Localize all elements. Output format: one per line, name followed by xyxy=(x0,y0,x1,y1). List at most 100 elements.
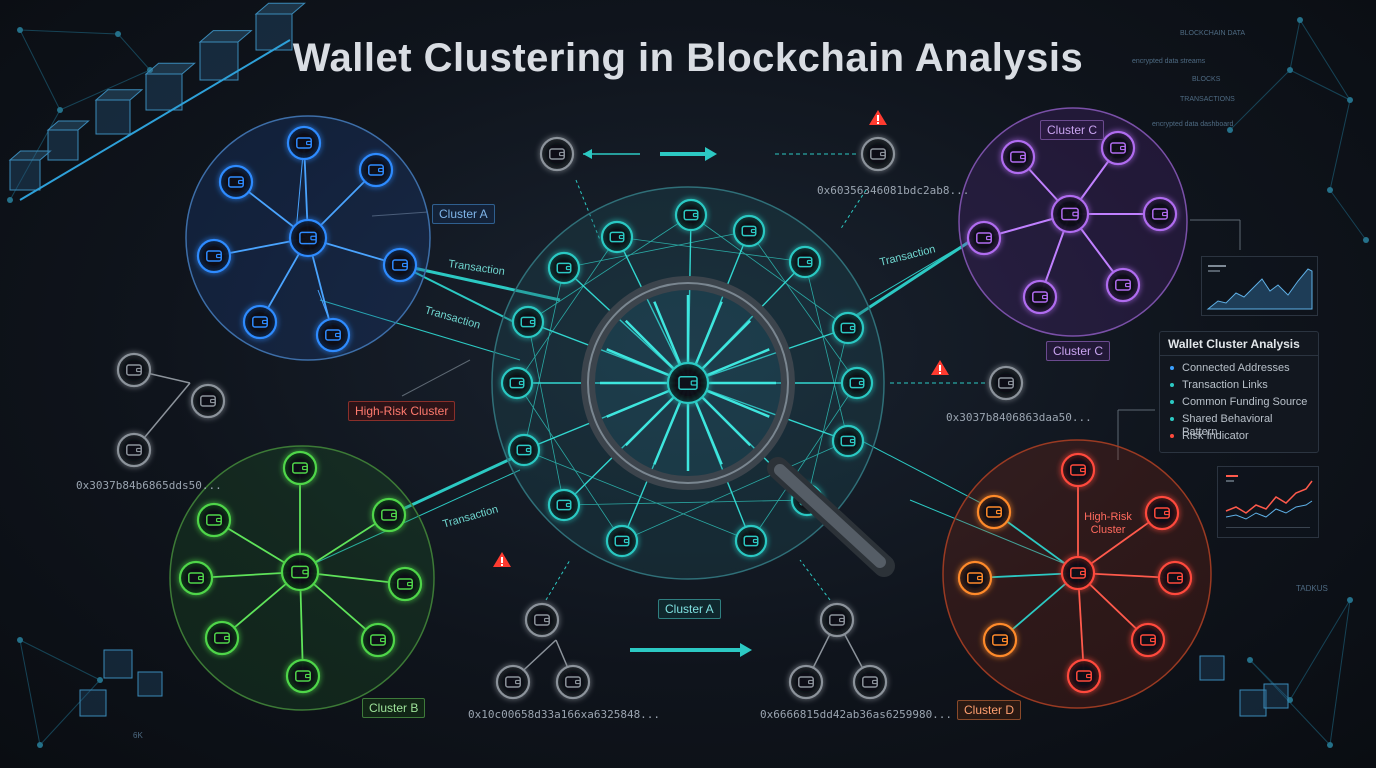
decor-text: BLOCKS xyxy=(1192,76,1221,83)
wallet-icon-clasp xyxy=(750,228,757,234)
wallet-node xyxy=(982,622,1018,658)
warning-triangle-icon xyxy=(493,552,511,567)
cluster-d-label: Cluster D xyxy=(957,700,1022,720)
cluster-c xyxy=(958,107,1188,337)
wallet-node xyxy=(1130,622,1166,658)
wallet-node xyxy=(495,664,531,700)
background-node xyxy=(37,742,43,748)
wallet-node xyxy=(286,125,322,161)
cluster-b xyxy=(169,445,435,711)
wallet-address: 0x10c00658d33a166xa6325848... xyxy=(468,708,661,721)
arrowhead xyxy=(583,149,592,159)
wallet-node xyxy=(1050,194,1090,234)
wallet-node xyxy=(831,424,865,458)
transaction-edge xyxy=(563,230,750,269)
wallet-node xyxy=(371,497,407,533)
wallet-icon-clasp xyxy=(1019,154,1026,160)
wallet-node-ring xyxy=(788,664,824,700)
block-cube-top xyxy=(94,89,144,101)
wallet-address: 0x60356346081bdc2ab8... xyxy=(817,184,970,197)
background-link xyxy=(1329,599,1351,746)
wallet-node xyxy=(1066,658,1102,694)
transaction-edge xyxy=(849,236,976,322)
legend-label: Risk Indicator xyxy=(1182,430,1249,442)
wallet-icon-clasp xyxy=(197,575,204,581)
transaction-edge xyxy=(575,179,601,241)
legend-dot xyxy=(1170,400,1174,404)
wallet-node xyxy=(511,305,545,339)
wallet-icon-clasp xyxy=(1079,570,1086,576)
background-node xyxy=(57,107,63,113)
cluster-a-label: Cluster A xyxy=(432,204,495,224)
wallet-icon-clasp xyxy=(1085,673,1092,679)
decor-text: encrypted data dashboard xyxy=(1152,121,1234,128)
background-node xyxy=(115,31,121,37)
cluster-c-label-top: Cluster C xyxy=(1040,120,1105,140)
wallet-icon-clasp xyxy=(574,679,581,685)
block-cube-top xyxy=(144,62,196,75)
wallet-node-ring xyxy=(282,450,318,486)
wallet-node-ring xyxy=(988,365,1024,401)
wallet-icon-clasp xyxy=(752,538,759,544)
wallet-node xyxy=(788,245,822,279)
block-cube xyxy=(1239,689,1267,717)
wallet-icon-clasp xyxy=(623,538,630,544)
wallet-node xyxy=(116,352,152,388)
background-node xyxy=(17,27,23,33)
transaction-edge xyxy=(389,448,531,517)
wallet-icon-clasp xyxy=(1149,637,1156,643)
block-cube xyxy=(1263,683,1289,709)
wallet-icon-clasp xyxy=(301,465,308,471)
background-link xyxy=(19,29,61,111)
block-cube-top xyxy=(8,150,52,161)
wallet-node xyxy=(524,602,560,638)
warning-dot xyxy=(877,122,879,124)
connector-line xyxy=(401,359,471,397)
wallet-node xyxy=(788,664,824,700)
legend-item: Transaction Links xyxy=(1160,377,1318,394)
transaction-edge xyxy=(799,559,831,601)
wallet-icon-clasp xyxy=(692,212,699,218)
wallet-icon-clasp xyxy=(1072,211,1079,217)
background-link xyxy=(9,109,61,201)
legend-dot xyxy=(1170,434,1174,438)
warning-mark xyxy=(939,365,941,371)
cluster-a-bottom-label: Cluster A xyxy=(658,599,721,619)
warning-mark xyxy=(877,115,879,121)
transaction-edge xyxy=(1077,512,1163,574)
wallet-node-ring xyxy=(1105,267,1141,303)
legend-label: Connected Addresses xyxy=(1182,362,1290,374)
transaction-edge xyxy=(806,327,849,501)
block-cube xyxy=(103,649,133,679)
legend-label: Shared Behavioral Pattern xyxy=(1182,413,1273,438)
wallet-node xyxy=(1022,279,1058,315)
wallet-node-ring xyxy=(507,433,541,467)
wallet-node xyxy=(242,304,278,340)
wallet-node xyxy=(539,136,575,172)
wallet-icon-clasp xyxy=(390,512,397,518)
wallet-node xyxy=(605,524,639,558)
transaction-edge xyxy=(523,449,752,542)
cluster-c-label-bottom: Cluster C xyxy=(1046,341,1111,361)
wallet-address: 0x3037b8406863daa50... xyxy=(946,411,1092,424)
wallet-node xyxy=(358,152,394,188)
wallet-node xyxy=(1000,139,1036,175)
wallet-icon-clasp xyxy=(838,617,845,623)
decor-text: TADKUS xyxy=(1296,584,1328,593)
wallet-node xyxy=(1157,560,1193,596)
block-cube xyxy=(145,73,183,111)
wallet-node-ring xyxy=(1130,622,1166,658)
high-risk-cluster-label: High-Risk Cluster xyxy=(348,401,456,421)
wallet-node-ring xyxy=(511,305,545,339)
wallet-icon-clasp xyxy=(135,447,142,453)
wallet-node xyxy=(852,664,888,700)
wallet-icon-clasp xyxy=(305,140,312,146)
wallet-node xyxy=(178,560,214,596)
transaction-edge xyxy=(687,382,849,442)
wallet-node-ring xyxy=(196,238,232,274)
background-link xyxy=(19,639,101,681)
background-link xyxy=(1229,69,1291,131)
wallet-node-ring xyxy=(196,502,232,538)
wallet-icon-clasp xyxy=(215,253,222,259)
